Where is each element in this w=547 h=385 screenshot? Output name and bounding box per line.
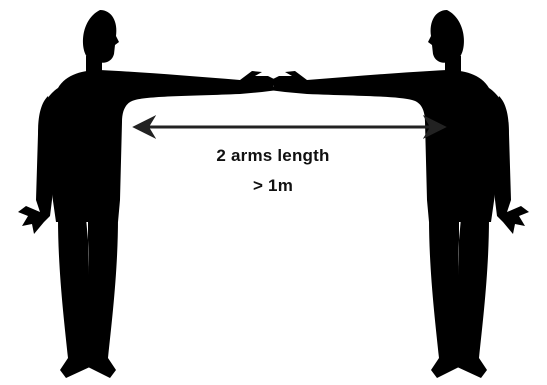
distance-label-line2: > 1m <box>252 176 294 195</box>
distance-label-line1: 2 arms length <box>216 146 330 165</box>
